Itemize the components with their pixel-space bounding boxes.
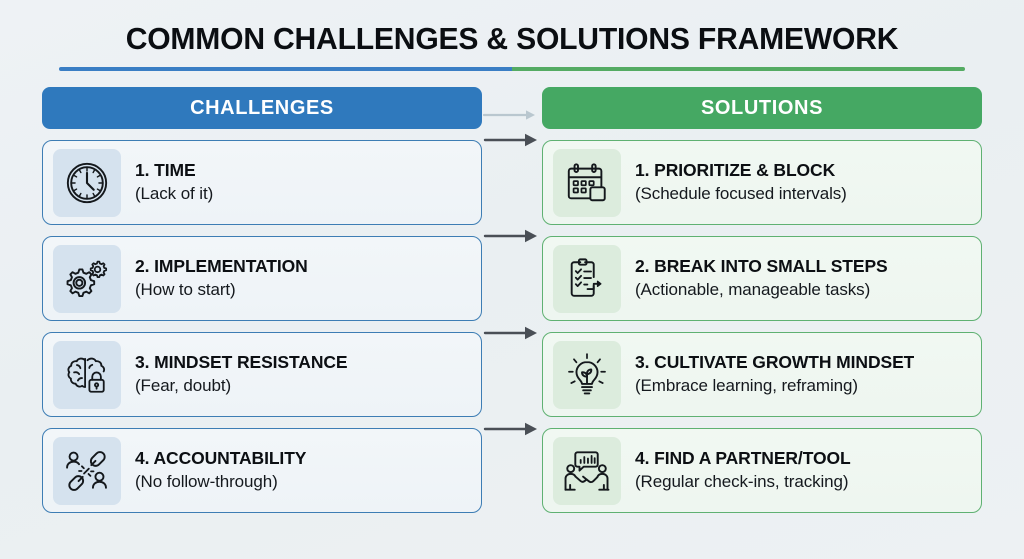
- challenge-card-text: 1. TIME (Lack of it): [121, 160, 213, 205]
- challenges-column-header[interactable]: CHALLENGES: [42, 87, 482, 130]
- solution-card-cultivate-growth-mindset[interactable]: 3. CULTIVATE GROWTH MINDSET (Embrace lea…: [542, 332, 982, 418]
- title-block: COMMON CHALLENGES & SOLUTIONS FRAMEWORK: [0, 0, 1024, 72]
- solution-card-text: 4. FIND A PARTNER/TOOL (Regular check-in…: [621, 448, 851, 493]
- solutions-column-header[interactable]: SOLUTIONS: [542, 87, 982, 130]
- challenge-card-text: 4. ACCOUNTABILITY (No follow-through): [121, 448, 306, 493]
- gears-icon-badge: [53, 244, 121, 313]
- arrow-right-icon: [482, 422, 542, 442]
- solution-card-text: 2. BREAK INTO SMALL STEPS (Actionable, m…: [621, 256, 888, 301]
- challenge-card-accountability[interactable]: 4. ACCOUNTABILITY (No follow-through): [42, 428, 482, 514]
- solution-card-subtitle: (Actionable, manageable tasks): [635, 279, 871, 299]
- title-underline-blue-segment: [59, 67, 512, 72]
- solutions-card-list: 1. PRIORITIZE & BLOCK (Schedule focused …: [542, 140, 982, 514]
- solution-card-subtitle: (Embrace learning, reframing): [635, 375, 858, 395]
- row-connector-arrow-4: [482, 420, 542, 438]
- arrow-right-icon: [482, 108, 542, 125]
- solutions-column: SOLUTIONS: [542, 87, 982, 514]
- challenge-card-title: 1. TIME: [135, 160, 196, 181]
- solution-card-text: 3. CULTIVATE GROWTH MINDSET (Embrace lea…: [621, 352, 914, 397]
- arrow-right-icon: [482, 133, 542, 153]
- challenge-card-subtitle: (How to start): [135, 279, 236, 299]
- solution-card-title: 4. FIND A PARTNER/TOOL: [635, 448, 851, 469]
- arrow-right-icon: [482, 326, 542, 346]
- row-connector-arrow-1: [482, 131, 542, 149]
- challenges-header-label: CHALLENGES: [190, 96, 334, 119]
- handshake-chart-icon: [563, 448, 611, 494]
- solution-card-prioritize-and-block[interactable]: 1. PRIORITIZE & BLOCK (Schedule focused …: [542, 140, 982, 226]
- broken-chain-people-icon: [63, 448, 111, 494]
- handshake-chart-icon-badge: [553, 436, 621, 505]
- brain-lock-icon-badge: [53, 340, 121, 409]
- title-underline-green-segment: [512, 67, 965, 72]
- calendar-icon-badge: [553, 148, 621, 217]
- row-connector-arrow-2: [482, 227, 542, 245]
- page-title: COMMON CHALLENGES & SOLUTIONS FRAMEWORK: [125, 21, 899, 56]
- challenge-card-time[interactable]: 1. TIME (Lack of it): [42, 140, 482, 226]
- clock-icon-badge: [53, 148, 121, 217]
- challenge-card-title: 4. ACCOUNTABILITY: [135, 448, 307, 469]
- solution-card-title: 3. CULTIVATE GROWTH MINDSET: [635, 352, 915, 373]
- challenge-card-title: 3. MINDSET RESISTANCE: [135, 352, 348, 373]
- challenge-card-subtitle: (No follow-through): [135, 471, 278, 491]
- solution-card-subtitle: (Schedule focused intervals): [635, 183, 847, 203]
- framework-board: CHALLENGES: [0, 87, 1024, 514]
- solution-card-subtitle: (Regular check-ins, tracking): [635, 471, 849, 491]
- challenge-card-implementation[interactable]: 2. IMPLEMENTATION (How to start): [42, 236, 482, 322]
- solutions-header-label: SOLUTIONS: [700, 96, 824, 119]
- connector-gutter: [482, 87, 542, 513]
- challenges-card-list: 1. TIME (Lack of it): [42, 140, 482, 514]
- broken-chain-people-icon-badge: [53, 436, 121, 505]
- checklist-clipboard-icon: [564, 256, 611, 302]
- lightbulb-plant-icon: [565, 352, 609, 398]
- solution-card-title: 1. PRIORITIZE & BLOCK: [635, 160, 836, 181]
- challenge-card-text: 2. IMPLEMENTATION (How to start): [121, 256, 308, 301]
- solution-card-find-a-partner-or-tool[interactable]: 4. FIND A PARTNER/TOOL (Regular check-in…: [542, 428, 982, 514]
- solution-card-break-into-small-steps[interactable]: 2. BREAK INTO SMALL STEPS (Actionable, m…: [542, 236, 982, 322]
- clock-icon: [64, 160, 110, 206]
- title-underline: [59, 67, 965, 72]
- row-connector-arrow-3: [482, 324, 542, 342]
- brain-lock-icon: [63, 353, 111, 397]
- checklist-clipboard-icon-badge: [553, 244, 621, 313]
- gears-icon: [63, 256, 111, 302]
- challenge-card-title: 2. IMPLEMENTATION: [135, 256, 308, 277]
- challenge-card-text: 3. MINDSET RESISTANCE (Fear, doubt): [121, 352, 347, 397]
- solution-card-text: 1. PRIORITIZE & BLOCK (Schedule focused …: [621, 160, 847, 205]
- challenge-card-subtitle: (Lack of it): [135, 183, 214, 203]
- solution-card-title: 2. BREAK INTO SMALL STEPS: [635, 256, 888, 277]
- header-connector-arrow: [482, 108, 542, 120]
- lightbulb-plant-icon-badge: [553, 340, 621, 409]
- challenges-column: CHALLENGES: [42, 87, 482, 514]
- calendar-icon: [564, 160, 610, 206]
- challenge-card-subtitle: (Fear, doubt): [135, 375, 232, 395]
- challenge-card-mindset-resistance[interactable]: 3. MINDSET RESISTANCE (Fear, doubt): [42, 332, 482, 418]
- arrow-right-icon: [482, 229, 542, 249]
